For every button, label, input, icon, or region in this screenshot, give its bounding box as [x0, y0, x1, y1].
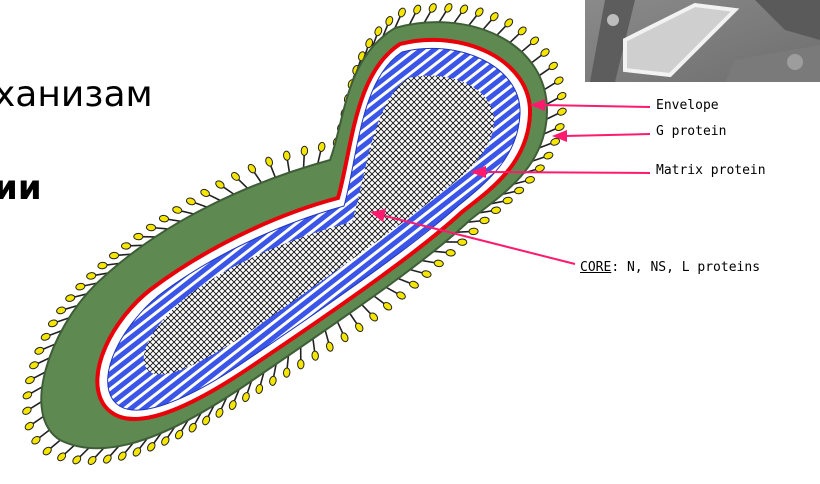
label-core: CORE: N, NS, L proteins [580, 260, 760, 275]
g-protein-spike-head [325, 341, 334, 352]
g-protein-spike-stem [547, 98, 559, 105]
g-protein-spike-head [503, 197, 513, 205]
g-protein-spike-head [65, 294, 75, 302]
g-protein-spike-head [160, 435, 170, 446]
g-protein-spike-head [109, 252, 119, 259]
g-protein-spike-stem [154, 228, 168, 229]
g-protein-spike-stem [38, 430, 49, 438]
g-protein-spike-stem [287, 356, 288, 370]
g-protein-spike-head [24, 375, 35, 385]
g-protein-spike-stem [497, 25, 507, 35]
g-protein-spike-head [28, 360, 39, 370]
g-protein-spike-head [188, 422, 198, 433]
g-protein-spike-stem [483, 19, 492, 30]
g-protein-spike-head [318, 142, 326, 152]
g-protein-spike-head [553, 76, 564, 86]
g-protein-spike-head [56, 306, 67, 315]
g-protein-spike-stem [439, 10, 447, 22]
g-protein-spike-head [200, 188, 211, 198]
g-protein-spike-head [75, 283, 85, 291]
g-protein-spike-head [428, 2, 438, 13]
g-protein-spike-stem [94, 448, 104, 458]
g-protein-spike-head [434, 259, 444, 267]
g-protein-spike-head [186, 197, 197, 206]
g-protein-spike-head [159, 215, 169, 223]
g-protein-spike-stem [254, 171, 262, 183]
g-protein-spike-stem [180, 211, 194, 214]
g-protein-spike-head [241, 392, 250, 403]
g-protein-spike-head [397, 7, 407, 18]
g-protein-spike-head [556, 91, 567, 101]
g-protein-spike-head [469, 228, 479, 235]
g-protein-spike-stem [522, 43, 533, 52]
g-protein-spike-head [283, 151, 291, 161]
g-protein-spike-head [480, 217, 490, 224]
g-protein-spike-stem [194, 202, 207, 207]
g-protein-spike-stem [29, 402, 41, 409]
g-protein-spike-head [340, 332, 350, 343]
g-protein-spike-head [385, 15, 394, 26]
g-protein-spike-head [301, 146, 308, 156]
g-protein-spike-head [255, 384, 264, 395]
g-protein-spike-head [395, 290, 406, 300]
g-protein-spike-head [443, 2, 453, 13]
g-protein-spike-head [311, 351, 319, 361]
g-protein-spike-stem [287, 159, 289, 173]
label-envelope: Envelope [656, 98, 719, 113]
g-protein-spike-head [409, 280, 420, 289]
g-protein-spike-head [525, 176, 536, 185]
label-g-protein: G protein [656, 124, 726, 139]
g-protein-spike-head [491, 206, 501, 214]
g-protein-spike-head [269, 376, 277, 386]
g-protein-spike-head [40, 332, 51, 341]
g-protein-spike-stem [167, 219, 181, 221]
g-protein-spike-head [24, 421, 35, 431]
g-protein-spike-stem [386, 287, 398, 294]
g-protein-spike-head [446, 249, 456, 256]
g-protein-spike-stem [50, 440, 61, 449]
g-protein-spike-head [554, 122, 565, 132]
g-protein-spike-head [283, 368, 290, 378]
label-matrix-protein: Matrix protein [656, 163, 766, 178]
g-protein-spike-stem [469, 15, 478, 26]
g-protein-spike-head [48, 319, 59, 328]
g-protein-spike-stem [30, 387, 42, 394]
g-protein-spike-head [228, 400, 237, 411]
g-protein-spike-head [97, 262, 107, 270]
g-protein-spike-head [21, 406, 32, 416]
g-protein-spike-stem [270, 164, 275, 177]
g-protein-spike-head [201, 415, 211, 426]
g-protein-spike-head [172, 206, 182, 214]
label-core-proteins: : N, NS, L proteins [611, 260, 760, 275]
g-protein-spike-stem [544, 82, 556, 89]
g-protein-spike-head [215, 407, 225, 418]
g-protein-spike-head [548, 61, 559, 71]
g-protein-spike-head [34, 346, 45, 355]
g-protein-spike-head [174, 429, 184, 440]
g-protein-spike-head [86, 272, 96, 280]
g-protein-spike-head [146, 224, 156, 231]
g-protein-spike-head [543, 151, 554, 160]
label-core-key: CORE [580, 260, 611, 275]
g-protein-spike-head [121, 243, 130, 250]
g-protein-spike-head [421, 270, 432, 279]
g-protein-spike-head [134, 233, 143, 240]
g-protein-spike-head [374, 26, 383, 37]
g-protein-spike-head [298, 360, 304, 369]
g-protein-spike-head [514, 186, 524, 194]
g-protein-spike-head [556, 107, 567, 117]
g-protein-spike-head [264, 156, 273, 167]
g-protein-spike-head [22, 390, 33, 400]
g-protein-spike-head [247, 163, 257, 174]
g-protein-spike-head [354, 322, 364, 333]
g-protein-spike-head [412, 4, 422, 15]
g-protein-spike-head [458, 239, 467, 246]
